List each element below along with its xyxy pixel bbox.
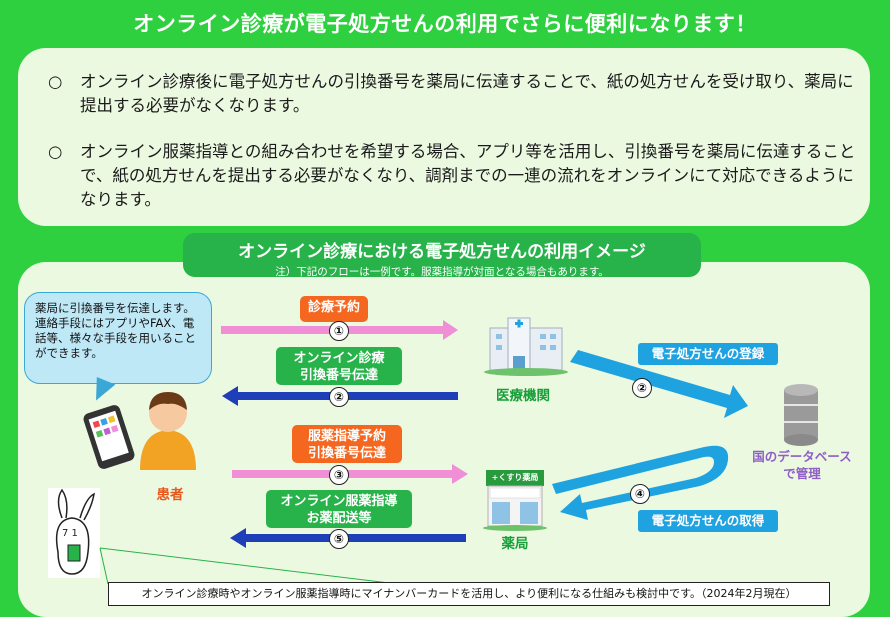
diagram-title: オンライン診療における電子処方せんの利用イメージ [238,242,646,262]
mascot-callout-lines [99,547,399,585]
speech-bubble: 薬局に引換番号を伝達します。連絡手段にはアプリやFAX、電話等、様々な手段を用い… [24,292,212,384]
database-icon [784,384,818,446]
step-5-tag: オンライン服薬指導 お薬配送等 [266,490,412,528]
step-2-line-1: オンライン診療 [293,351,385,366]
step-1-number: ① [329,321,349,341]
arrow-5 [230,528,466,548]
intro-panel: ○ オンライン診療後に電子処方せんの引換番号を薬局に伝達することで、紙の処方せん… [18,48,870,226]
database-label-line-1: 国のデータベース [752,449,852,464]
pharmacy-label: 薬局 [501,536,529,552]
step-2-line-2: 引換番号伝達 [299,368,378,383]
diagram-note: 注）下記のフローは一例です。服薬指導が対面となる場合もあります。 [275,266,609,278]
rabbit-mascot-icon: 7 1 [48,488,100,578]
intro-bullet-text-1: オンライン診療後に電子処方せんの引換番号を薬局に伝達することで、紙の処方せんを受… [80,72,854,115]
retrieve-flow-arrow [552,445,729,520]
page-title: オンライン診療が電子処方せんの利用でさらに便利になります！ [133,12,757,36]
intro-bullet-1: ○ オンライン診療後に電子処方せんの引換番号を薬局に伝達することで、紙の処方せん… [48,70,860,118]
step-3-line-1: 服薬指導予約 [307,429,386,444]
pharmacy-icon [483,470,547,531]
hospital-label: 医療機関 [496,388,550,404]
intro-bullet-text-2: オンライン服薬指導との組み合わせを希望する場合、アプリ等を活用し、引換番号を薬局… [80,142,856,209]
step-5-number: ⑤ [329,529,349,549]
step-3-number: ③ [329,465,349,485]
database-label: 国のデータベース で管理 [742,448,862,482]
diagram-title-box: オンライン診療における電子処方せんの利用イメージ 注）下記のフローは一例です。服… [183,233,701,278]
step-3-line-2: 引換番号伝達 [307,446,386,461]
smartphone-icon [83,405,135,469]
bullet-mark: ○ [48,142,63,161]
step-2-tag: オンライン診療 引換番号伝達 [276,347,402,385]
register-label: 電子処方せんの登録 [638,343,778,365]
step-3-tag: 服薬指導予約 引換番号伝達 [292,425,402,463]
arrow-3 [232,464,468,484]
step-2-number: ② [329,387,349,407]
step-4-number: ④ [630,484,650,504]
step-5-line-2: お薬配送等 [306,511,372,526]
patient-label: 患者 [156,487,184,503]
bullet-mark: ○ [48,72,63,91]
step-5-line-1: オンライン服薬指導 [280,494,398,509]
register-flow-arrow [570,350,748,418]
retrieve-label: 電子処方せんの取得 [638,510,778,532]
patient-icon [140,392,196,470]
db-step-2-number: ② [632,378,652,398]
svg-text:7 1: 7 1 [62,528,78,539]
intro-bullet-2: ○ オンライン服薬指導との組み合わせを希望する場合、アプリ等を活用し、引換番号を… [48,140,860,212]
footnote-box: オンライン診療時やオンライン服薬指導時にマイナンバーカードを活用し、より便利にな… [108,582,830,606]
pharmacy-sign: +くすり薬局 [491,473,539,482]
database-label-line-2: で管理 [783,466,821,481]
hospital-icon [484,317,568,376]
step-1-tag: 診療予約 [300,296,368,322]
